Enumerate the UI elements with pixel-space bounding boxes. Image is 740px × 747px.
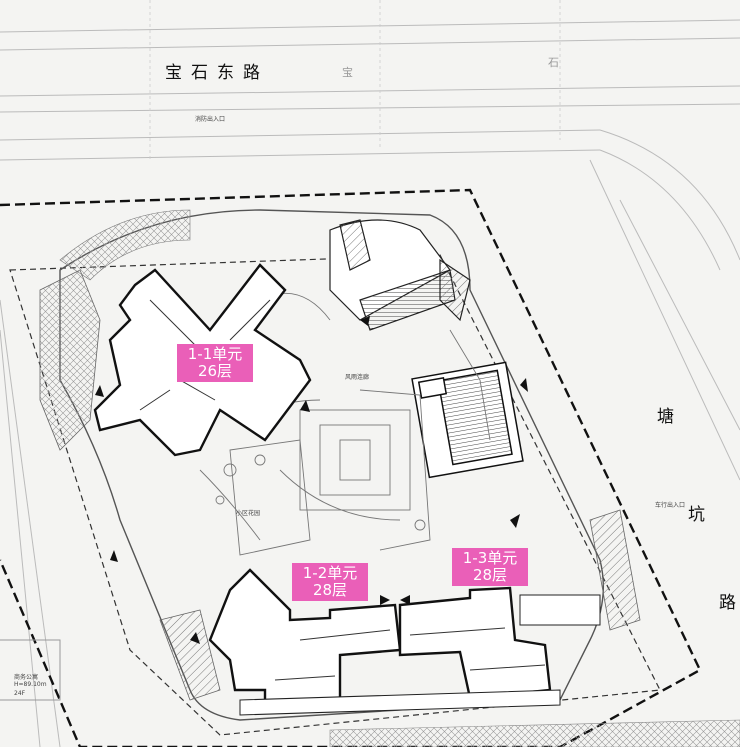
north-plaza [329, 219, 471, 331]
arrows [95, 316, 528, 644]
unit-tag-1-2: 1-2单元 28层 [292, 563, 368, 601]
note-entrance-top: 消防出入口 [195, 116, 226, 123]
hatched-zone-west [39, 269, 101, 451]
road-label-east-1: 塘 [657, 407, 674, 427]
site-boundary [0, 188, 702, 747]
road-edges [0, 19, 740, 747]
road-label-north-fragment-2: 石 [548, 56, 559, 69]
note-plaza: 小区花园 [236, 510, 261, 517]
hatched-zone-east [589, 509, 641, 631]
note-entrance-east: 车行出入口 [655, 502, 686, 509]
note-court: 风雨连廊 [345, 374, 370, 381]
sunken-court [411, 361, 524, 479]
road-label-north-fragment: 宝 [342, 66, 353, 79]
building-1-3 [398, 586, 552, 700]
hatched-zone-south [329, 719, 740, 747]
road-label-north: 宝石东路 [165, 63, 269, 83]
unit-name: 1-3单元 [462, 549, 518, 567]
unit-name: 1-2单元 [302, 564, 358, 582]
unit-tag-1-1: 1-1单元 26层 [177, 344, 253, 382]
west-neighbour [0, 639, 61, 701]
building-line [9, 254, 661, 736]
hatched-zone-southwest [159, 609, 221, 701]
note-west-building-3: 24F [14, 690, 26, 697]
hatched-zone-northwest [59, 209, 191, 281]
fire-lane [59, 209, 604, 721]
note-west-building-1: 商务公寓 [14, 674, 39, 681]
unit-name: 1-1单元 [187, 345, 243, 363]
unit-floors: 26层 [197, 362, 233, 380]
note-west-building-2: H=89.10m [14, 681, 47, 688]
unit-floors: 28层 [312, 581, 348, 599]
unit-floors: 28层 [472, 566, 508, 584]
unit-tag-1-3: 1-3单元 28层 [452, 548, 528, 586]
road-label-east-2: 坑 [688, 505, 705, 525]
road-label-east-3: 路 [719, 593, 736, 613]
